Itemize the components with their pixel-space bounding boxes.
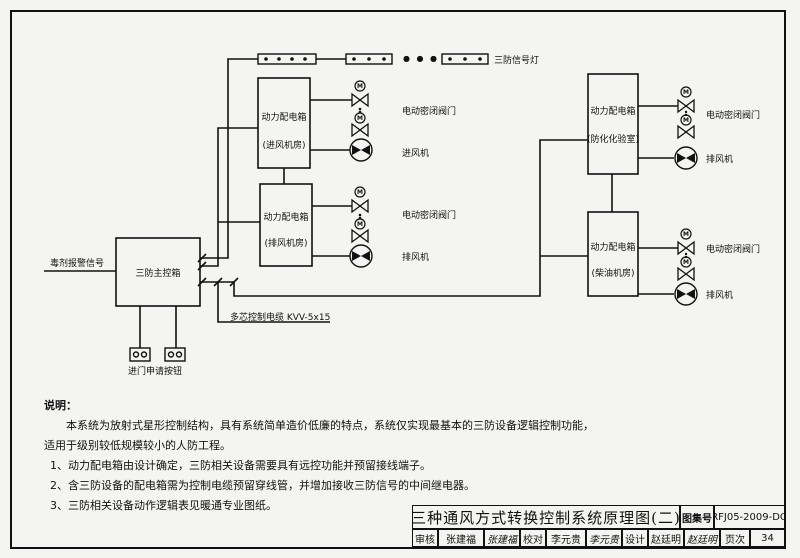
room-chem-lab: (防化化验室) [587,133,639,145]
chem-valve-1 [677,98,695,114]
exhaust-valve-label: 电动密闭阀门 [402,209,456,221]
bus-tick-3 [197,277,207,287]
checker-signature: 李元贵 [586,529,622,547]
power-box-exhaust [259,183,313,267]
main-control-box [115,237,201,307]
check-label: 校对 [520,529,546,547]
drawing-frame [10,10,786,549]
title-block: 三种通风方式转换控制系统原理图(二) 图集号 RFJ05-2009-DQ 审核 … [412,505,785,547]
notes-item-3: 3、三防相关设备动作逻辑表见暖通专业图纸。 [50,499,277,512]
power-box-generator [587,211,639,297]
room-intake: (进风机房) [262,139,305,151]
valve-motor-mark: M [683,117,689,124]
intake-valve-2 [351,122,369,138]
bus-tick-5 [229,277,239,287]
alarm-signal-label: 毒剂报警信号 [50,257,104,269]
page-number: 34 [750,529,785,547]
intake-fan-label: 进风机 [402,147,429,159]
power-box-chem-lab [587,73,639,175]
room-exhaust: (排风机房) [264,237,307,249]
lamp-ellipsis: ● ● ● [403,54,439,63]
gen-valve-2 [677,266,695,282]
page-label: 页次 [720,529,750,547]
valve-motor-mark: M [357,83,363,90]
bus-tick-1 [197,253,207,263]
motor-icon [680,228,692,240]
valve-motor-mark: M [357,221,363,228]
valve-motor-mark: M [683,231,689,238]
exhaust-valve-1 [351,198,369,214]
cable-label: 多芯控制电缆 KVV-5x15 [230,311,330,323]
review-label: 审核 [412,529,438,547]
designer-name: 赵廷明 [648,529,684,547]
bus-tick-4 [213,277,223,287]
chem-valve-label: 电动密闭阀门 [706,109,760,121]
motor-icon [354,186,366,198]
notes-item-2: 2、含三防设备的配电箱需为控制电缆预留穿线管，并增加接收三防信号的中间继电器。 [50,479,475,492]
gen-fan-label: 排风机 [706,289,733,301]
signal-lamp-label: 三防信号灯 [494,54,539,66]
notes-paragraph: 本系统为放射式星形控制结构，具有系统简单造价低廉的特点，系统仅实现最基本的三防设… [44,419,594,452]
intake-valve-1 [351,92,369,108]
bus-tick-2 [197,261,207,271]
valve-motor-mark: M [357,115,363,122]
design-label: 设计 [622,529,648,547]
power-box-title: 动力配电箱 [590,241,635,253]
chem-valve-2 [677,124,695,140]
gen-valve-1 [677,240,695,256]
valve-motor-mark: M [357,189,363,196]
signal-lamp-1 [257,53,317,65]
motor-icon [680,86,692,98]
right-feed-line [200,139,588,297]
power-box-title: 动力配电箱 [261,111,306,123]
exhaust-valve-2 [351,228,369,244]
exhaust-fan-label: 排风机 [402,251,429,263]
designer-signature: 赵廷明 [684,529,720,547]
entry-request-button-2 [164,347,186,362]
notes-section: 说明： 本系统为放射式星形控制结构，具有系统简单造价低廉的特点，系统仅实现最基本… [44,396,604,516]
intake-feed-line [200,127,258,267]
gen-valve-label: 电动密闭阀门 [706,243,760,255]
valve-motor-mark: M [683,89,689,96]
power-box-intake [257,77,311,169]
main-box-label: 三防主控箱 [135,267,180,279]
notes-item-1: 1、动力配电箱由设计确定，三防相关设备需要具有远控功能并预留接线端子。 [50,459,431,472]
power-box-title: 动力配电箱 [590,105,635,117]
entry-request-button-1 [129,347,151,362]
lamp-bus-line [200,58,258,259]
motor-icon [354,80,366,92]
reviewer-signature: 张建福 [484,529,520,547]
room-generator: (柴油机房) [591,267,634,279]
buttons-label: 进门申请按钮 [128,365,182,377]
atlas-label: 图集号 [680,505,714,529]
checker-name: 李元贵 [546,529,586,547]
valve-motor-mark: M [683,259,689,266]
drawing-title: 三种通风方式转换控制系统原理图(二) [412,505,680,529]
power-box-title: 动力配电箱 [263,211,308,223]
reviewer-name: 张建福 [438,529,484,547]
notes-heading: 说明： [44,399,77,412]
atlas-number: RFJ05-2009-DQ [714,505,785,529]
intake-valve-label: 电动密闭阀门 [402,105,456,117]
cable-label-line [217,282,330,323]
chem-fan-label: 排风机 [706,153,733,165]
